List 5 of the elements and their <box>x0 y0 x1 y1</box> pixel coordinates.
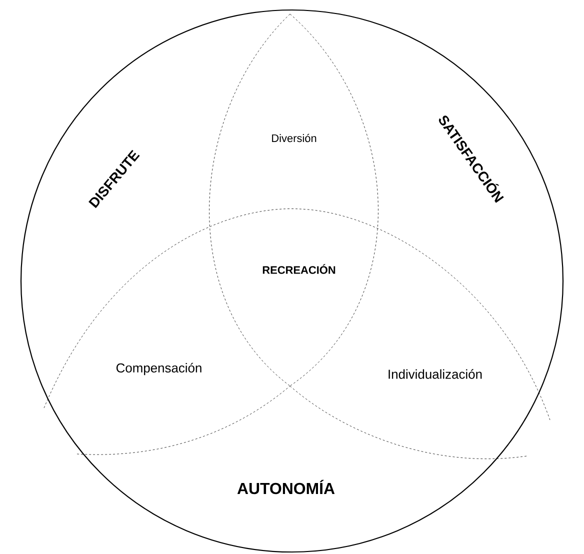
region-label: RECREACIÓN <box>262 264 336 274</box>
region-label: Individualización <box>388 369 482 379</box>
region-label: Diversión <box>272 134 316 142</box>
region-label: Compensación <box>116 362 202 376</box>
region-label: AUTONOMÍA <box>237 480 335 494</box>
